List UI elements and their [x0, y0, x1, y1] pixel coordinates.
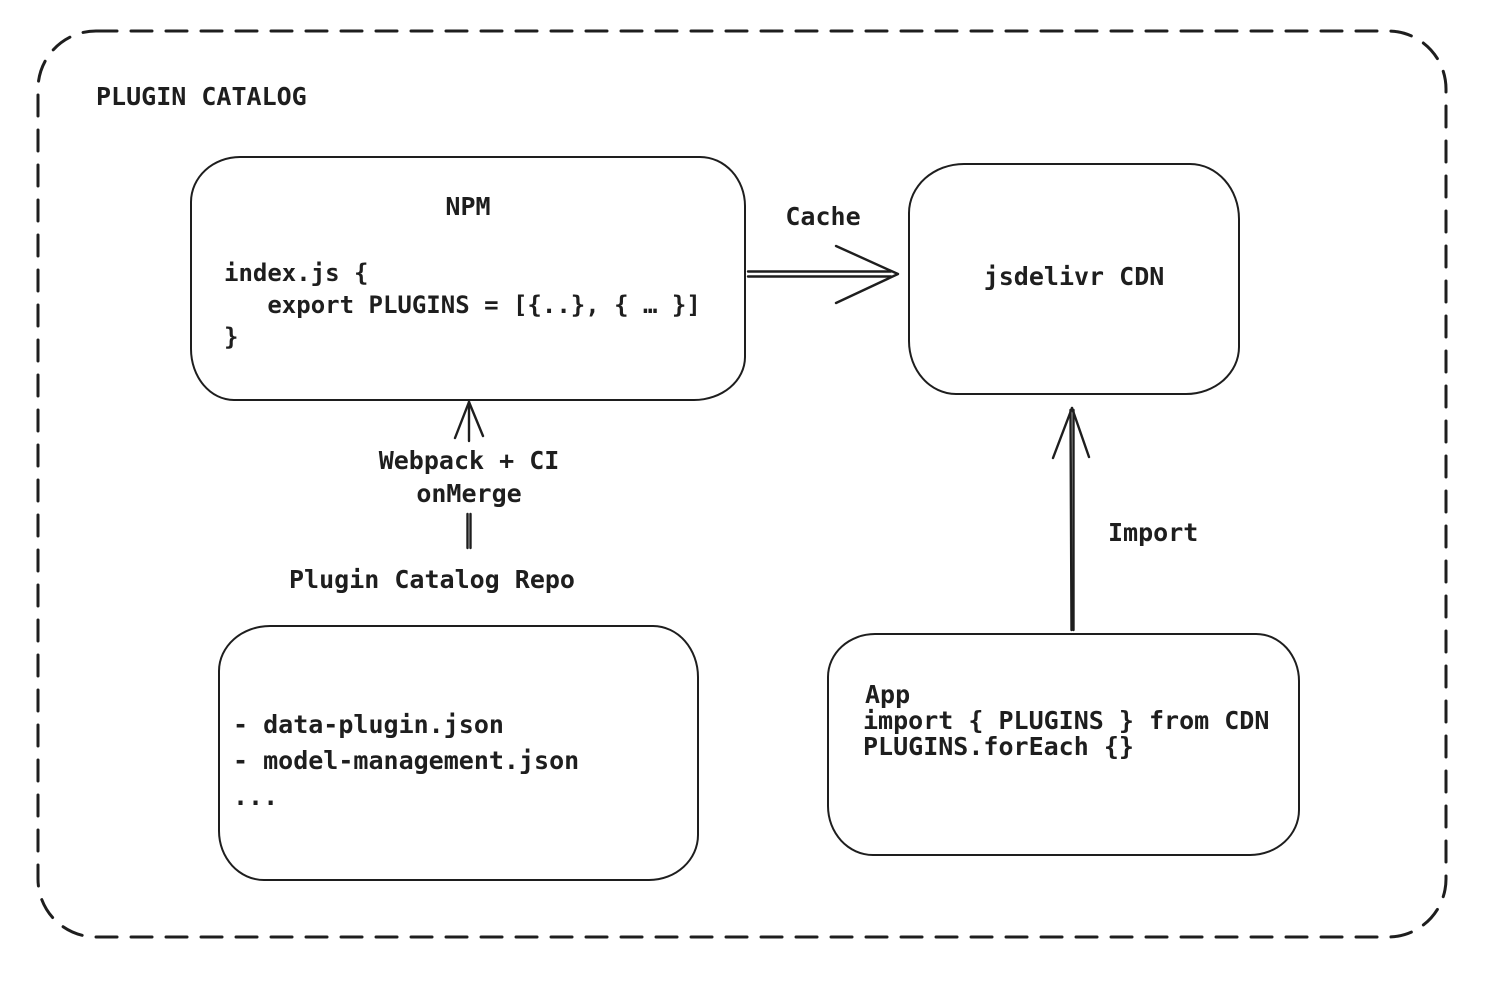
build-arrow-label-line1: Webpack + CI [378, 446, 560, 475]
npm-node: NPM index.js { export PLUGINS = [{..}, {… [190, 156, 746, 401]
repo-file-item: ... [233, 782, 279, 811]
cdn-node: jsdelivr CDN [908, 163, 1240, 395]
cdn-node-title: jsdelivr CDN [983, 261, 1165, 291]
repo-file-item: - data-plugin.json [233, 710, 504, 739]
cache-arrow-label: Cache [785, 202, 861, 231]
diagram-title: PLUGIN CATALOG [96, 82, 307, 111]
app-node-title: App [865, 680, 911, 709]
app-code-line: PLUGINS.forEach {} [863, 732, 1134, 761]
repo-node-title: Plugin Catalog Repo [289, 565, 575, 594]
import-arrow-label: Import [1108, 518, 1199, 547]
npm-code-line: index.js { [224, 259, 369, 287]
repo-file-item: - model-management.json [233, 746, 580, 775]
npm-code-line: export PLUGINS = [{..}, { … }] [224, 291, 701, 319]
app-node: App import { PLUGINS } from CDN PLUGINS.… [827, 633, 1300, 856]
app-code-line: import { PLUGINS } from CDN [863, 706, 1270, 735]
cache-arrow-icon [746, 244, 900, 305]
repo-node: - data-plugin.json - model-management.js… [218, 625, 699, 881]
npm-code-block: index.js { export PLUGINS = [{..}, { … }… [224, 257, 744, 353]
repo-file-list: - data-plugin.json - model-management.js… [233, 707, 697, 815]
build-arrow-label-line2: onMerge [416, 479, 522, 508]
npm-node-title: NPM [445, 192, 491, 221]
npm-code-line: } [224, 323, 239, 351]
import-arrow-icon [1051, 406, 1091, 632]
